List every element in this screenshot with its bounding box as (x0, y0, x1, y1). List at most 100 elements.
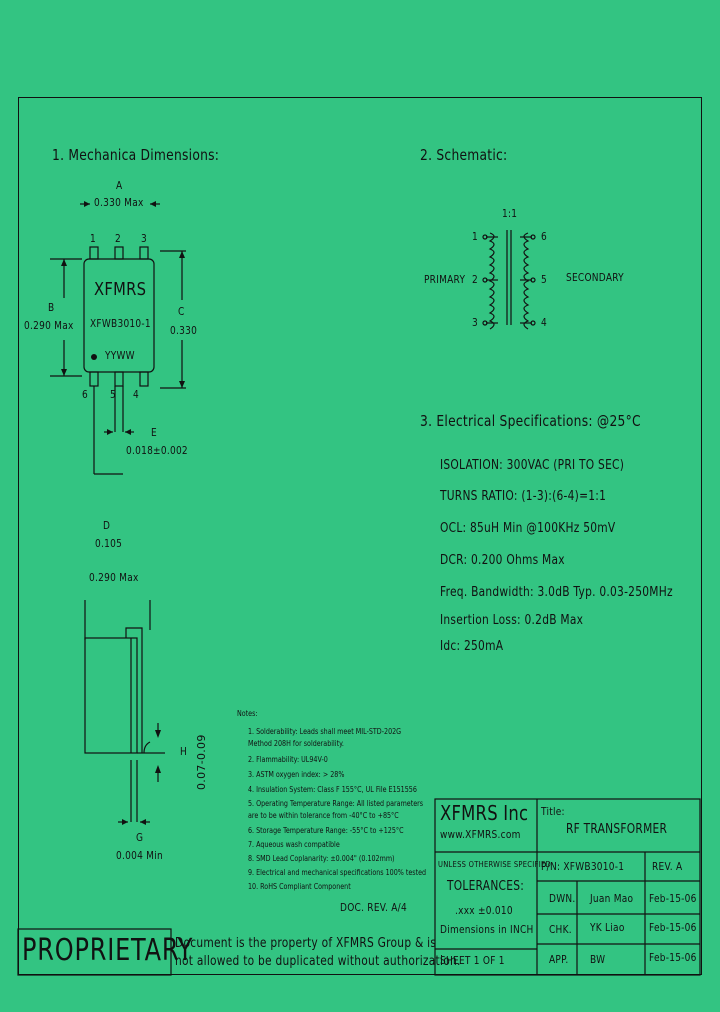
spec-insertion-loss: Insertion Loss: 0.2dB Max (440, 613, 584, 628)
note-line: 7. Aqueous wash compatible (248, 840, 340, 849)
pin-label-6: 6 (82, 388, 88, 401)
note-line: 2. Flammability: UL94V-0 (248, 755, 328, 764)
dim-c-letter: C (178, 305, 185, 318)
proprietary-stamp-box (17, 928, 172, 976)
secondary-label: SECONDARY (566, 271, 624, 284)
tolerance-units: Dimensions in INCH (440, 923, 534, 936)
secondary-winding (523, 232, 530, 330)
pin-1-top (89, 246, 99, 260)
note-line: Method 208H for solderability. (248, 739, 344, 748)
pin-label-4: 4 (133, 388, 139, 401)
spec-idc: Idc: 250mA (440, 639, 504, 654)
spec-ocl: OCL: 85uH Min @100KHz 50mV (440, 521, 616, 536)
terminal-1 (482, 234, 488, 240)
schematic-pin-5: 5 (541, 273, 547, 286)
tolerance-label: TOLERANCES: (447, 879, 525, 894)
schematic-pin-6: 6 (541, 230, 547, 243)
revision: REV. A (652, 860, 683, 873)
pin-label-1: 1 (90, 232, 96, 245)
primary-winding (488, 232, 495, 330)
terminal-4 (530, 320, 536, 326)
company-website: www.XFMRS.com (440, 828, 521, 841)
drawn-date: Feb-15-06 (649, 892, 697, 905)
schematic-pin-1: 1 (472, 230, 478, 243)
title-label: Title: (541, 805, 565, 818)
note-line: 3. ASTM oxygen index: > 28% (248, 770, 345, 779)
dim-g-value: 0.004 Min (116, 849, 163, 862)
tolerance-header: UNLESS OTHERWISE SPECIFIED (438, 860, 551, 869)
side-view-body (84, 637, 138, 754)
schematic-pin-2: 2 (472, 273, 478, 286)
drawing-title: RF TRANSFORMER (566, 822, 668, 837)
drawing-border (18, 97, 702, 975)
pin-5-bottom (114, 371, 124, 387)
body-brand-marking: XFMRS (94, 279, 147, 300)
dim-d-value: 0.105 (95, 537, 123, 550)
dim-b-value: 0.290 Max (24, 319, 74, 332)
pin-label-5: 5 (110, 388, 116, 401)
dim-g-letter: G (136, 831, 144, 844)
side-width-value: 0.290 Max (89, 571, 139, 584)
note-line: 6. Storage Temperature Range: -55°C to +… (248, 826, 404, 835)
primary-label: PRIMARY (424, 273, 466, 286)
schematic-pin-3: 3 (472, 316, 478, 329)
part-number: P/N: XFWB3010-1 (541, 860, 625, 873)
doc-revision: DOC. REV. A/4 (340, 901, 407, 914)
pin-6-bottom (89, 371, 99, 387)
pin-label-3: 3 (141, 232, 147, 245)
spec-dcr: DCR: 0.200 Ohms Max (440, 553, 565, 568)
dim-b-letter: B (48, 301, 55, 314)
electrical-specs-heading: 3. Electrical Specifications: @25°C (420, 412, 641, 430)
spec-turns-ratio: TURNS RATIO: (1-3):(6-4)=1:1 (440, 489, 607, 504)
spec-isolation: ISOLATION: 300VAC (PRI TO SEC) (440, 458, 625, 473)
schematic-heading: 2. Schematic: (420, 146, 508, 164)
approved-date: Feb-15-06 (649, 951, 697, 964)
proprietary-stamp: PROPRIETARY (22, 933, 194, 968)
pin1-marker-dot (91, 354, 97, 360)
dim-d-letter: D (103, 519, 111, 532)
approved-name: BW (590, 953, 606, 966)
note-line: 5. Operating Temperature Range: All list… (248, 799, 424, 808)
tolerance-value: .xxx ±0.010 (455, 904, 513, 917)
dim-e-value: 0.018±0.002 (126, 444, 188, 457)
checked-name: YK Liao (590, 921, 625, 934)
notes-title: Notes: (237, 709, 258, 718)
pin-label-2: 2 (115, 232, 121, 245)
dim-a-letter: A (116, 179, 123, 192)
pin-3-top (139, 246, 149, 260)
checked-date: Feb-15-06 (649, 921, 697, 934)
mechanical-dimensions-heading: 1. Mechanica Dimensions: (52, 146, 220, 164)
proprietary-notice-line1: Document is the property of XFMRS Group … (175, 936, 437, 951)
dim-c-value: 0.330 (170, 324, 198, 337)
checked-label: CHK. (549, 923, 572, 936)
body-date-code: YYWW (105, 349, 135, 362)
terminal-5 (530, 277, 536, 283)
pin-2-top (114, 246, 124, 260)
spec-bandwidth: Freq. Bandwidth: 3.0dB Typ. 0.03-250MHz (440, 585, 673, 600)
sheet-number: SHEET 1 OF 1 (440, 954, 505, 967)
note-line: are to be within tolerance from -40°C to… (248, 811, 399, 820)
note-line: 4. Insulation System: Class F 155°C, UL … (248, 785, 417, 794)
body-part-marking: XFWB3010-1 (90, 317, 151, 330)
note-line: 1. Solderability: Leads shall meet MIL-S… (248, 727, 402, 736)
company-name: XFMRS Inc (440, 801, 529, 825)
terminal-3 (482, 320, 488, 326)
terminal-6 (530, 234, 536, 240)
dim-h-letter: H (180, 745, 188, 758)
note-line: 8. SMD Lead Coplanarity: ±0.004" (0.102m… (248, 854, 395, 863)
approved-label: APP. (549, 953, 569, 966)
terminal-2 (482, 277, 488, 283)
dim-h-value: 0.07-0.09 (195, 734, 208, 790)
schematic-pin-4: 4 (541, 316, 547, 329)
pin-4-bottom (139, 371, 149, 387)
title-block (434, 798, 701, 976)
dim-e-letter: E (151, 426, 157, 439)
proprietary-notice-line2: not allowed to be duplicated without aut… (175, 954, 461, 969)
drawn-name: Juan Mao (590, 892, 634, 905)
drawn-label: DWN. (549, 892, 576, 905)
note-line: 9. Electrical and mechanical specificati… (248, 868, 427, 877)
dim-a-value: 0.330 Max (94, 196, 144, 209)
turns-ratio-label: 1:1 (502, 207, 518, 220)
note-line: 10. RoHS Compliant Component (248, 882, 351, 891)
